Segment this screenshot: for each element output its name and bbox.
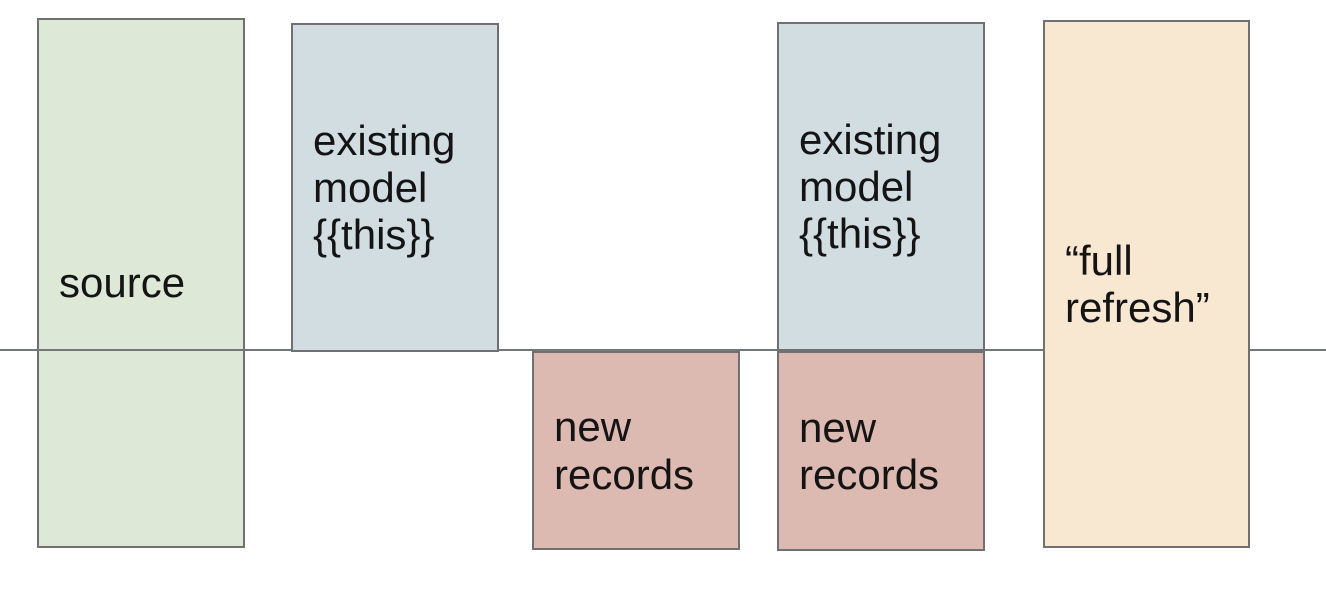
new-records-box-1-label: new records: [554, 403, 695, 498]
existing-model-box-1: existing model {{this}}: [291, 23, 499, 352]
full-refresh-box: “full refresh”: [1043, 20, 1250, 548]
existing-model-box-2: existing model {{this}}: [777, 22, 985, 351]
full-refresh-box-label: “full refresh”: [1065, 236, 1210, 331]
new-records-box-2-label: new records: [799, 403, 940, 498]
source-box-label: source: [59, 259, 186, 307]
existing-model-box-2-label: existing model {{this}}: [799, 115, 942, 258]
timeline-divider: [0, 349, 1326, 351]
source-box: source: [37, 18, 245, 548]
new-records-box-2: new records: [777, 351, 985, 551]
existing-model-box-1-label: existing model {{this}}: [313, 116, 456, 259]
new-records-box-1: new records: [532, 351, 740, 550]
